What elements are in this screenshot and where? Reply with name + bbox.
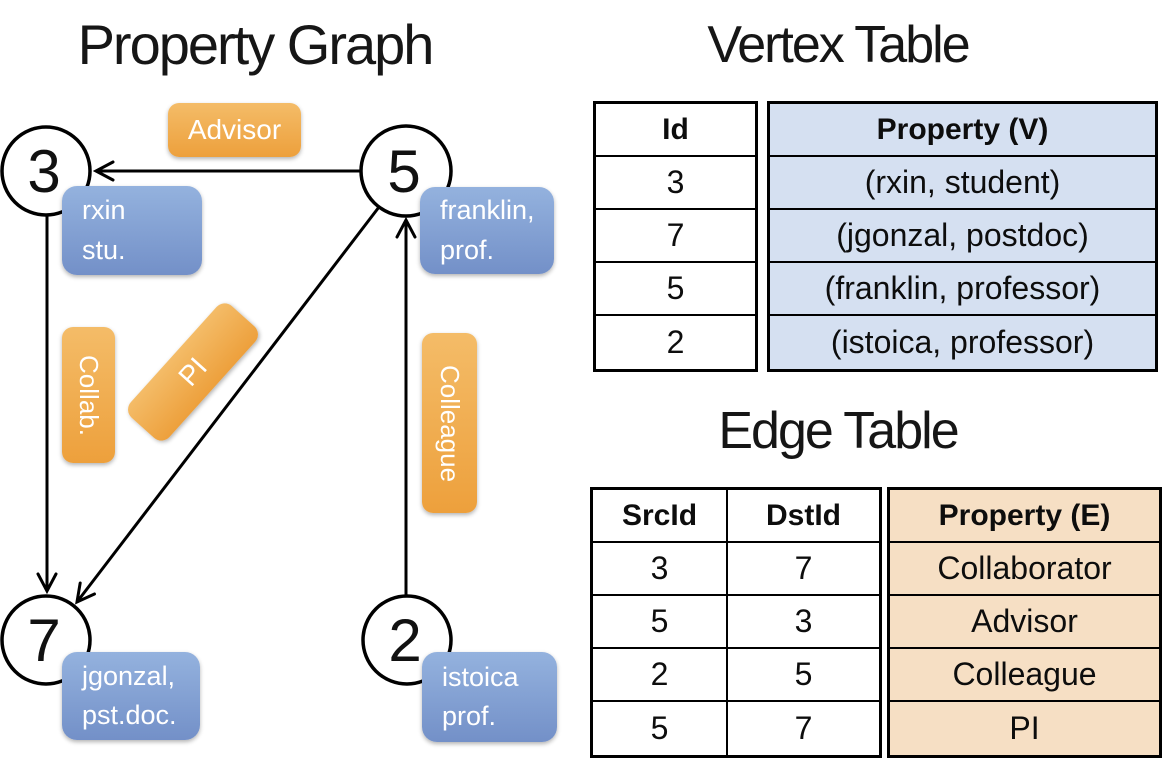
vertex-table-id-cell: 7 (596, 210, 755, 263)
edge-table-srcid-cell: 5 (650, 710, 669, 746)
vertex-label-rxin-line2: stu. (82, 234, 126, 265)
edge-table-property-header: Property (E) (890, 490, 1159, 543)
vertex-label-rxin-text: rxin stu. (62, 191, 126, 269)
vertex-table-property-column: Property (V) (rxin, student) (jgonzal, p… (767, 101, 1158, 372)
node-label-7: 7 (27, 607, 60, 674)
edge-table-property-cell: Collaborator (890, 543, 1159, 596)
vertex-table-id-cell: 3 (596, 157, 755, 210)
node-label-2: 2 (388, 607, 421, 674)
vertex-table-property-cell: (istoica, professor) (830, 324, 1095, 360)
edge-table-dstid-cell: 5 (726, 649, 879, 702)
edge-label-collab: Collab. (62, 327, 115, 463)
vertex-table-property-cell: (rxin, student) (770, 157, 1155, 210)
edge-table-srcid-cell: 3 (593, 543, 726, 596)
vertex-label-franklin-text: franklin, prof. (420, 191, 535, 269)
edge-table-srcid-header: SrcId (593, 490, 726, 543)
vertex-table-id-header: Id (596, 104, 755, 157)
edge-label-pi-text: PI (172, 351, 214, 392)
vertex-label-istoica-text: istoica prof. (422, 658, 519, 736)
edge-table-dstid-cell: 3 (726, 596, 879, 649)
edge-table-id-columns: SrcId DstId 3 7 5 3 2 5 5 7 (590, 487, 882, 758)
vertex-table-title: Vertex Table (707, 16, 970, 74)
edge-label-advisor-text: Advisor (187, 114, 282, 145)
edge-table-srcid-cell: 2 (593, 649, 726, 702)
edge-table-dstid-header: DstId (726, 490, 879, 543)
edge-pi-5-to-7 (77, 206, 381, 602)
edge-table-dstid-cell: 7 (726, 702, 879, 755)
vertex-label-istoica-line1: istoica (442, 661, 519, 692)
node-label-5: 5 (387, 138, 420, 205)
vertex-table-property-cell: (franklin, professor) (770, 263, 1155, 316)
edge-label-colleague: Colleague (422, 333, 477, 513)
edge-table-property-cell: Advisor (890, 596, 1159, 649)
edge-table-property-cell: Colleague (890, 649, 1159, 702)
edge-table-dstid-cell: 7 (726, 543, 879, 596)
vertex-label-istoica: istoica prof. (422, 652, 557, 742)
vertex-table-property-cell: (jgonzal, postdoc) (770, 210, 1155, 263)
edge-table-property-column: Property (E) Collaborator Advisor Collea… (887, 487, 1162, 758)
vertex-label-jgonzal-text: jgonzal, pst.doc. (62, 657, 177, 735)
node-label-3: 3 (27, 138, 60, 205)
edge-table-property-cell: PI (1009, 710, 1040, 746)
vertex-table-id-cell: 5 (596, 263, 755, 316)
vertex-label-jgonzal: jgonzal, pst.doc. (62, 652, 200, 740)
vertex-label-franklin-line1: franklin, (440, 195, 535, 226)
vertex-label-franklin: franklin, prof. (420, 187, 554, 274)
edge-label-collab-text: Collab. (74, 354, 104, 436)
vertex-label-jgonzal-line1: jgonzal, (82, 660, 176, 691)
vertex-table-id-column: Id 3 7 5 2 (593, 101, 758, 372)
property-graph-title: Property Graph (77, 13, 435, 76)
vertex-label-jgonzal-line2: pst.doc. (82, 700, 177, 730)
edge-label-colleague-text: Colleague (435, 364, 465, 482)
edge-label-advisor: Advisor (168, 103, 301, 157)
edge-table-srcid-cell: 5 (593, 596, 726, 649)
vertex-label-rxin-line1: rxin (82, 195, 126, 226)
vertex-label-franklin-line2: prof. (440, 234, 495, 265)
edge-table-title: Edge Table (718, 402, 959, 460)
vertex-label-rxin: rxin stu. (62, 186, 202, 275)
vertex-table-id-cell: 2 (666, 324, 685, 360)
vertex-label-istoica-line2: prof. (442, 701, 497, 731)
vertex-table-property-header: Property (V) (770, 104, 1155, 157)
